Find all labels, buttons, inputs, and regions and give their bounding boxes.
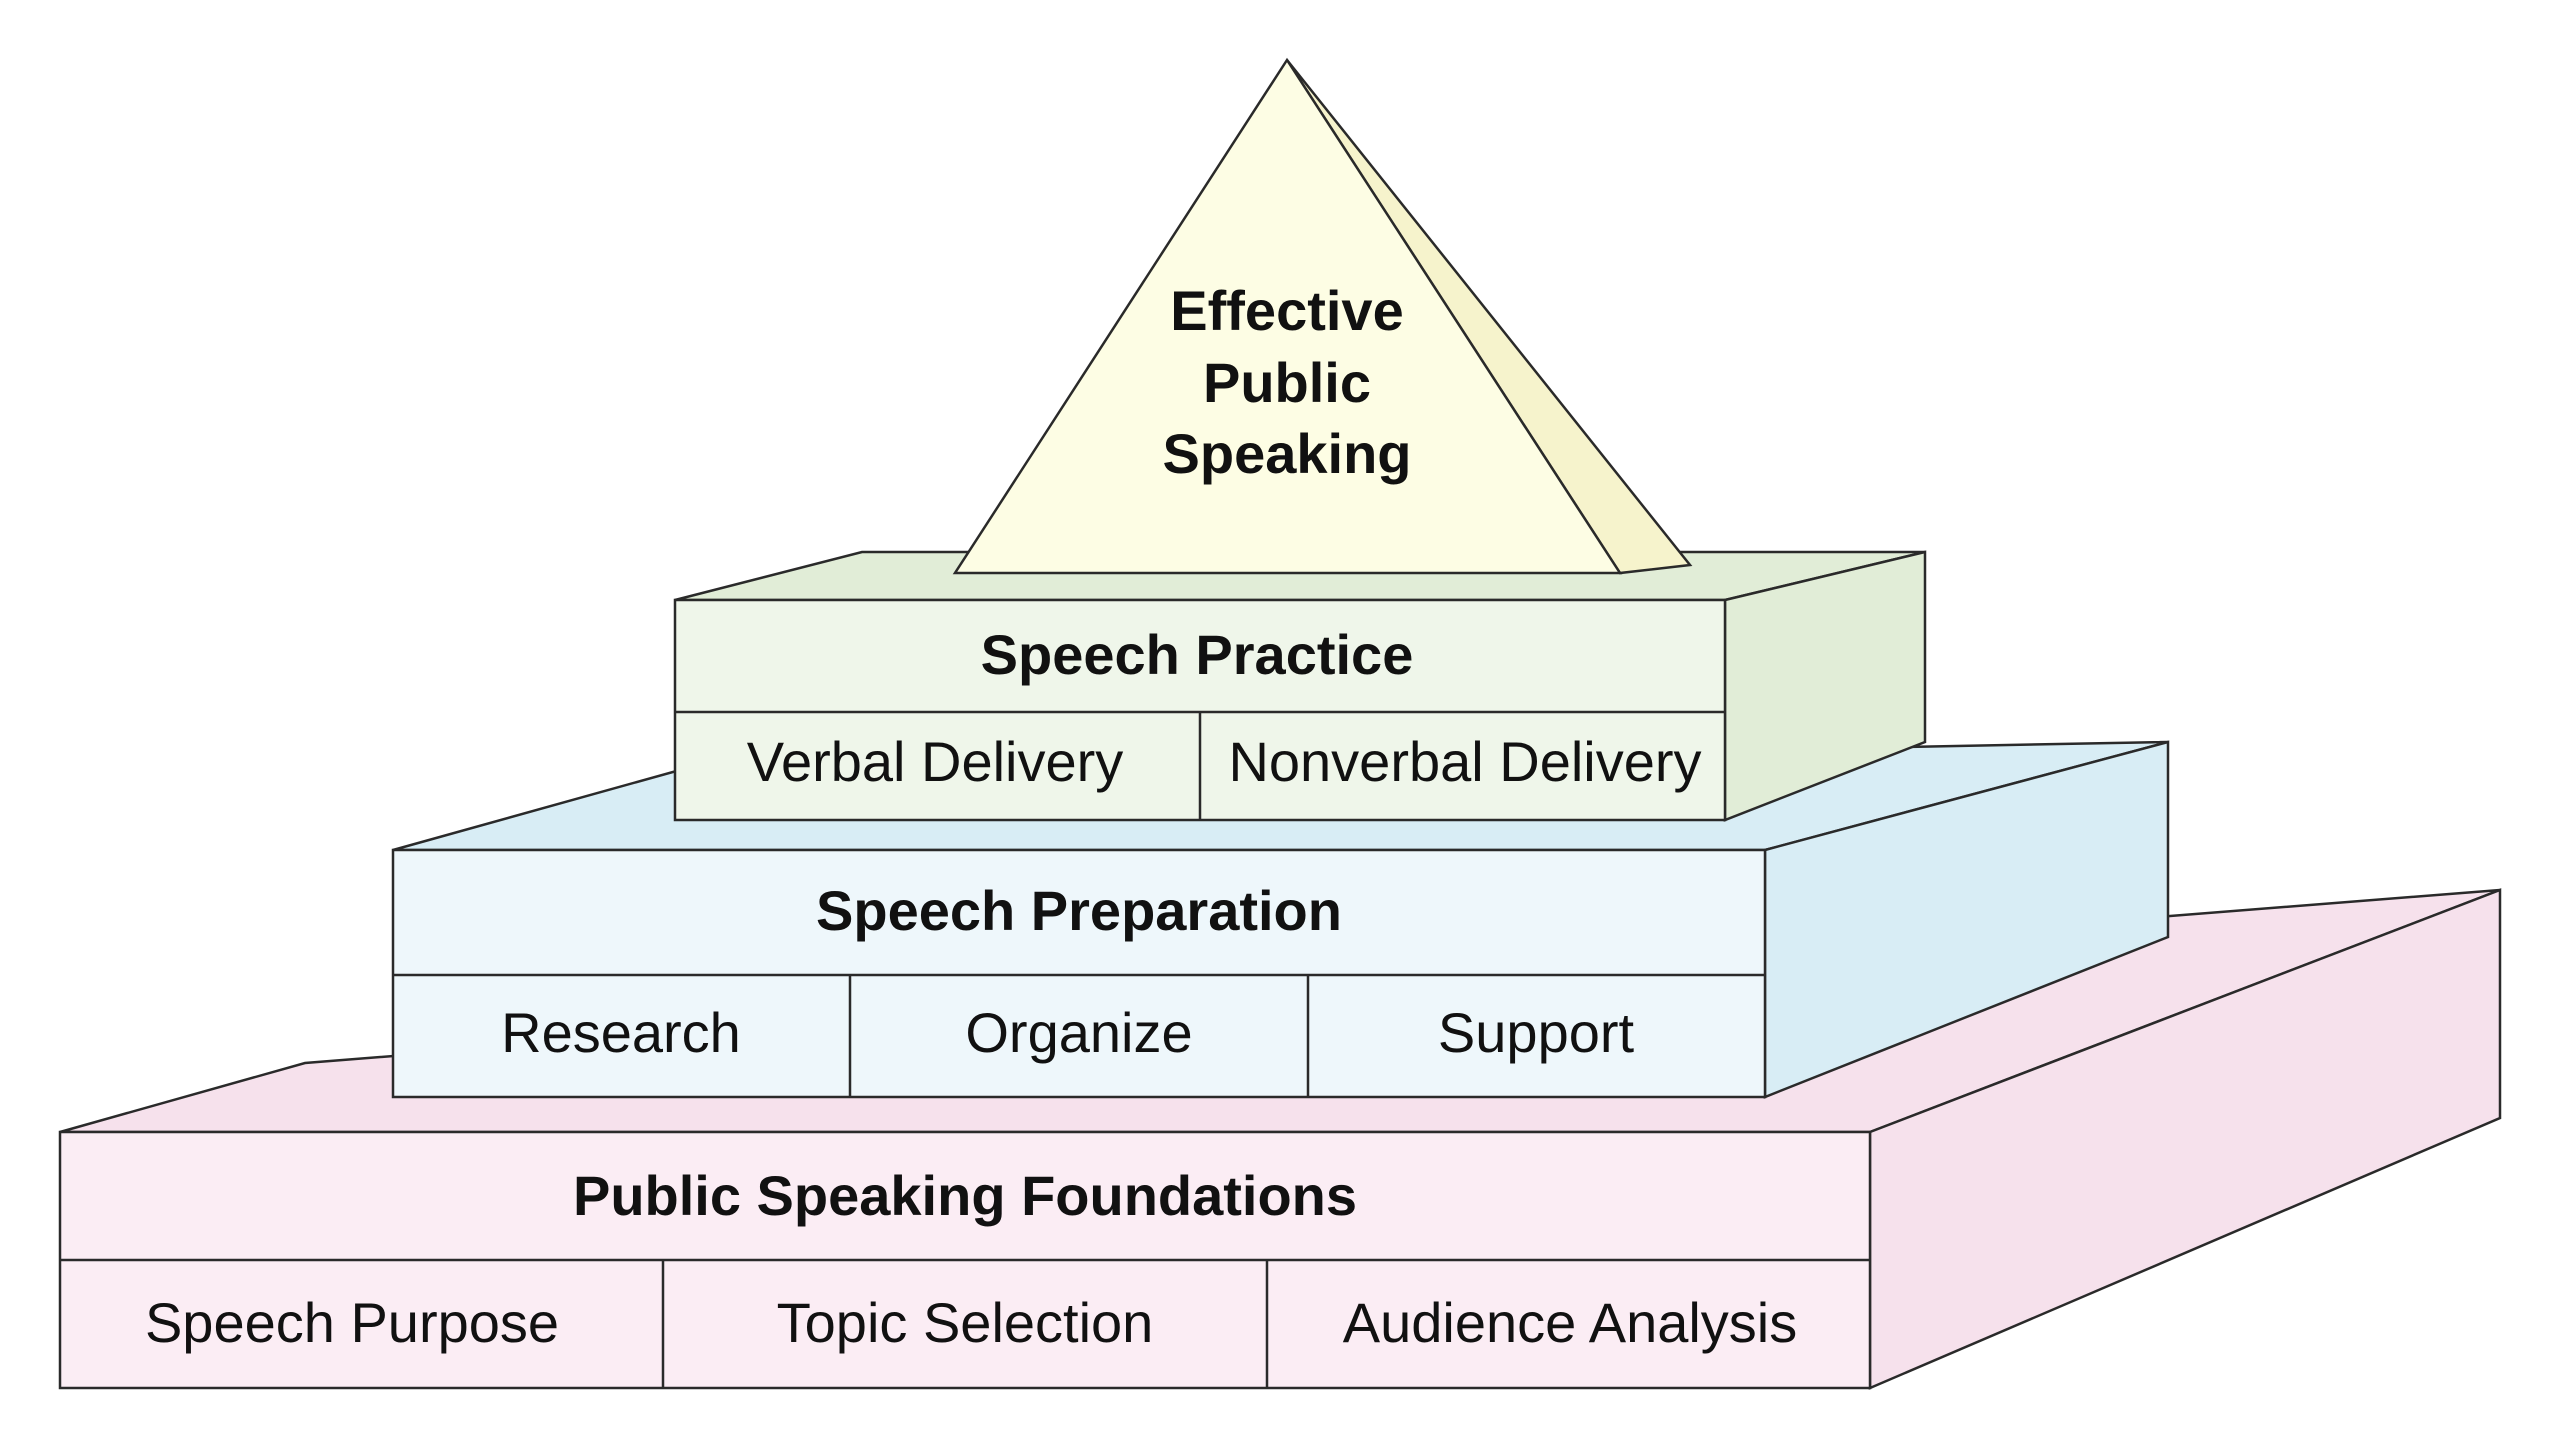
- tier-practice: Speech Practice Verbal Delivery Nonverba…: [673, 550, 1927, 822]
- preparation-title: Speech Preparation: [816, 879, 1342, 942]
- foundations-title: Public Speaking Foundations: [573, 1164, 1357, 1227]
- preparation-cell-support: Support: [1438, 1001, 1635, 1064]
- foundations-cell-speech-purpose: Speech Purpose: [145, 1291, 559, 1354]
- apex-line-speaking: Speaking: [1163, 422, 1412, 485]
- practice-cell-nonverbal-delivery: Nonverbal Delivery: [1228, 730, 1701, 793]
- preparation-cell-research: Research: [501, 1001, 741, 1064]
- apex-pyramid: Effective Public Speaking: [952, 57, 1693, 575]
- preparation-front-face: [391, 848, 1767, 1099]
- apex-line-public: Public: [1203, 351, 1371, 414]
- practice-title: Speech Practice: [981, 623, 1414, 686]
- foundations-cell-topic-selection: Topic Selection: [777, 1291, 1154, 1354]
- preparation-cell-organize: Organize: [965, 1001, 1192, 1064]
- apex-line-effective: Effective: [1170, 279, 1403, 342]
- practice-cell-verbal-delivery: Verbal Delivery: [747, 730, 1124, 793]
- foundations-cell-audience-analysis: Audience Analysis: [1343, 1291, 1798, 1354]
- apex-front-face: [952, 57, 1623, 575]
